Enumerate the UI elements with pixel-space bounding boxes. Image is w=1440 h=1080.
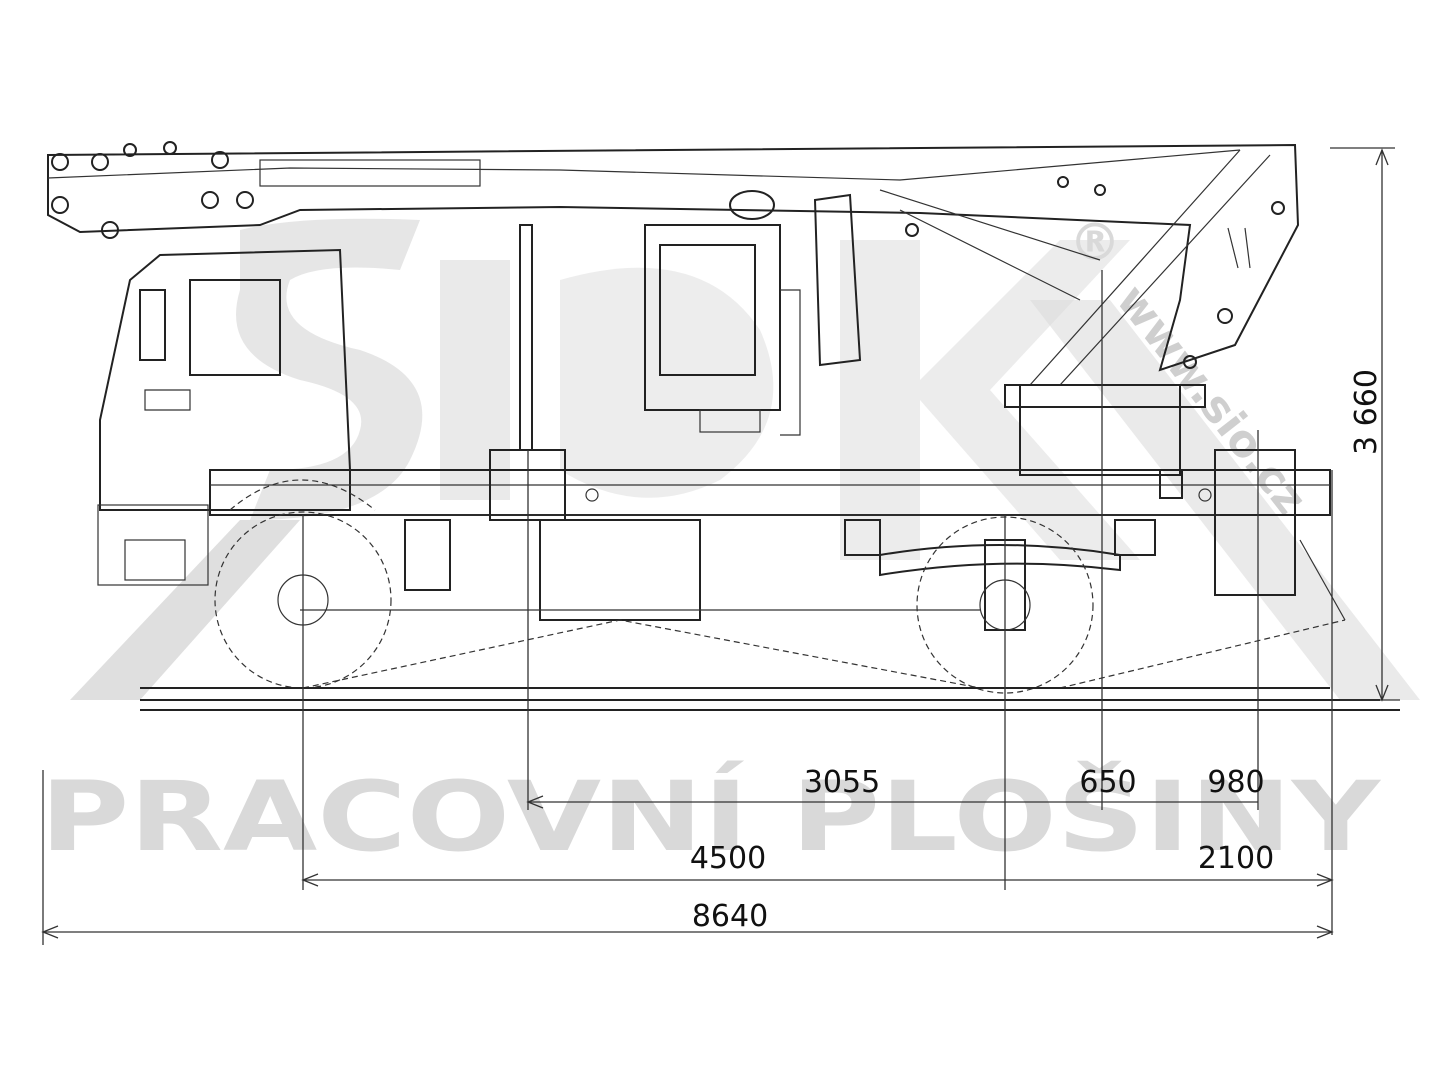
boom bbox=[47, 141, 1300, 386]
wheels bbox=[214, 479, 1346, 694]
watermark: ® www.sio.cz PRACOVNÍ PLOŠINY bbox=[40, 213, 1420, 873]
dim-980: 980 bbox=[1207, 765, 1264, 800]
dimension-lines: 3055 650 980 4500 2100 8640 3 660 bbox=[41, 147, 1400, 945]
watermark-caption: PRACOVNÍ PLOŠINY bbox=[40, 760, 1382, 873]
registered-mark: ® bbox=[1069, 213, 1121, 273]
dim-2100: 2100 bbox=[1198, 841, 1274, 876]
ground-line bbox=[140, 687, 1400, 711]
dim-650: 650 bbox=[1079, 765, 1136, 800]
dim-4500: 4500 bbox=[690, 841, 766, 876]
dim-8640: 8640 bbox=[692, 899, 768, 934]
dim-3055: 3055 bbox=[804, 765, 880, 800]
dim-3660: 3 660 bbox=[1349, 369, 1384, 455]
front-wheel bbox=[214, 511, 392, 689]
work-cage bbox=[519, 224, 801, 451]
cab bbox=[97, 248, 351, 586]
